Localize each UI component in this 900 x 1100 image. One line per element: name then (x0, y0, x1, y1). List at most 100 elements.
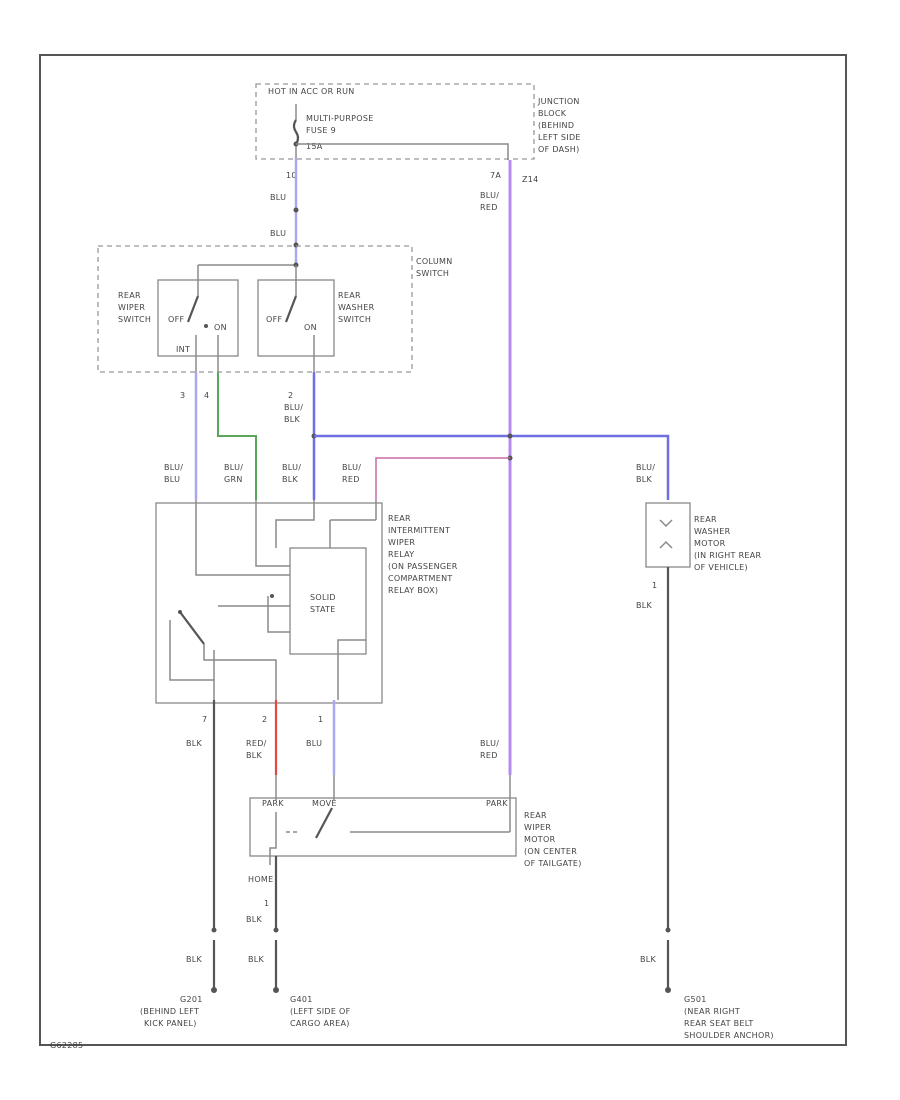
svg-text:COMPARTMENT: COMPARTMENT (388, 574, 453, 583)
wire-blu-grn (217, 372, 257, 500)
svg-text:REAR SEAT BELT: REAR SEAT BELT (684, 1019, 754, 1028)
fuse-icon (292, 119, 300, 145)
svg-text:(ON CENTER: (ON CENTER (524, 847, 577, 856)
svg-text:OFF: OFF (168, 315, 184, 324)
svg-text:BLK: BLK (636, 475, 653, 484)
connector-z14: Z14 (522, 175, 539, 184)
svg-text:BLK: BLK (284, 415, 301, 424)
svg-text:OFF: OFF (266, 315, 282, 324)
relay-out-pin-2: 2 (262, 715, 267, 724)
rear-washer-motor (645, 502, 691, 568)
washer-pin: 2 (288, 391, 293, 400)
svg-text:LEFT SIDE: LEFT SIDE (538, 133, 581, 142)
svg-text:(NEAR RIGHT: (NEAR RIGHT (684, 1007, 740, 1016)
svg-text:COLUMN: COLUMN (416, 257, 452, 266)
fuse-label: MULTI-PURPOSE FUSE 9 15A (306, 114, 374, 151)
ground-1-wire: BLK (186, 955, 203, 964)
svg-text:15A: 15A (306, 142, 323, 151)
svg-text:CARGO AREA): CARGO AREA) (290, 1019, 350, 1028)
svg-text:BLK: BLK (282, 475, 299, 484)
svg-text:MOTOR: MOTOR (524, 835, 556, 844)
svg-text:BLU/: BLU/ (342, 463, 361, 472)
relay-contact (179, 611, 205, 645)
rear-intermittent-wiper-relay (155, 502, 383, 704)
fuse-pin-right: 7A (490, 171, 501, 180)
junction-block-location: JUNCTION BLOCK (BEHIND LEFT SIDE OF DASH… (537, 97, 581, 154)
wiper-motor-ground-pin: 1 (264, 899, 269, 908)
solid-state-label: SOLID STATE (310, 593, 336, 614)
svg-text:WASHER: WASHER (338, 303, 375, 312)
wire-label-washer-blu-blk: BLU/ BLK (284, 403, 303, 424)
wire-label-blu-1: BLU (270, 193, 286, 202)
svg-text:BLOCK: BLOCK (538, 109, 567, 118)
svg-text:REAR: REAR (524, 811, 547, 820)
svg-text:SOLID: SOLID (310, 593, 336, 602)
wire-label-relay-out-2: RED/ BLK (246, 739, 266, 760)
svg-text:WIPER: WIPER (388, 538, 415, 547)
svg-text:BLU/: BLU/ (636, 463, 655, 472)
svg-text:ON: ON (304, 323, 317, 332)
rear-wiper-motor (249, 797, 517, 857)
svg-text:ON: ON (214, 323, 227, 332)
svg-text:SWITCH: SWITCH (118, 315, 151, 324)
svg-text:(BEHIND: (BEHIND (538, 121, 574, 130)
wire-label-washer-motor-out: BLK (636, 601, 653, 610)
svg-text:GRN: GRN (224, 475, 243, 484)
ground-g201-icon (211, 987, 217, 993)
svg-text:WASHER: WASHER (694, 527, 731, 536)
svg-text:RED: RED (480, 751, 498, 760)
ground-g501-label: G501 (NEAR RIGHT REAR SEAT BELT SHOULDER… (684, 995, 774, 1040)
fuse-pin-left: 10 (286, 171, 297, 180)
svg-text:BLU/: BLU/ (224, 463, 243, 472)
relay-out-pin-1: 7 (202, 715, 207, 724)
figure-id: G62285 (50, 1041, 83, 1050)
wire-label-relay-out-3: BLU (306, 739, 322, 748)
wiper-pin-a: 3 (180, 391, 185, 400)
wire-label-motor-in: BLU/ RED (480, 739, 499, 760)
svg-text:(LEFT SIDE OF: (LEFT SIDE OF (290, 1007, 351, 1016)
solid-state-module (289, 547, 367, 655)
diagram-frame (39, 54, 847, 1046)
svg-text:STATE: STATE (310, 605, 336, 614)
svg-text:INT: INT (176, 345, 190, 354)
svg-text:RED: RED (480, 203, 498, 212)
rear-washer-motor-label: REAR WASHER MOTOR (IN RIGHT REAR OF VEHI… (694, 515, 761, 572)
svg-text:BLU/: BLU/ (284, 403, 303, 412)
wire-label-blu-2: BLU (270, 229, 286, 238)
wiper-switch-contact (186, 295, 200, 323)
ground-g501-icon (665, 987, 671, 993)
svg-text:PARK: PARK (262, 799, 284, 808)
svg-text:RELAY: RELAY (388, 550, 415, 559)
wire-label-relay-in-3: BLU/ BLK (282, 463, 301, 484)
svg-text:(ON PASSENGER: (ON PASSENGER (388, 562, 458, 571)
svg-text:MULTI-PURPOSE: MULTI-PURPOSE (306, 114, 374, 123)
svg-text:OF DASH): OF DASH) (538, 145, 580, 154)
svg-text:PARK: PARK (486, 799, 508, 808)
wiper-motor-park-switch (315, 807, 333, 839)
fuse-header: HOT IN ACC OR RUN (268, 87, 355, 96)
rear-wiper-switch-label: REAR WIPER SWITCH (118, 291, 151, 324)
svg-text:HOME: HOME (248, 875, 273, 884)
wiper-pin-b: 4 (204, 391, 209, 400)
rear-washer-switch-label: REAR WASHER SWITCH (338, 291, 375, 324)
wire-label-relay-out-1: BLK (186, 739, 203, 748)
svg-text:REAR: REAR (388, 514, 411, 523)
svg-text:BLK: BLK (246, 751, 263, 760)
svg-text:BLU: BLU (164, 475, 180, 484)
column-switch-outline (97, 245, 413, 373)
svg-text:OF VEHICLE): OF VEHICLE) (694, 563, 748, 572)
svg-text:REAR: REAR (338, 291, 361, 300)
svg-text:RED: RED (342, 475, 360, 484)
ground-2-wire: BLK (248, 955, 265, 964)
ground-g401-icon (273, 987, 279, 993)
svg-text:BLU/: BLU/ (282, 463, 301, 472)
svg-text:SWITCH: SWITCH (338, 315, 371, 324)
ground-3-wire: BLK (640, 955, 657, 964)
ground-g401-label: G401 (LEFT SIDE OF CARGO AREA) (290, 995, 351, 1028)
svg-text:RELAY BOX): RELAY BOX) (388, 586, 438, 595)
rear-wiper-motor-label: REAR WIPER MOTOR (ON CENTER OF TAILGATE) (524, 811, 581, 868)
svg-text:JUNCTION: JUNCTION (537, 97, 580, 106)
svg-text:KICK PANEL): KICK PANEL) (144, 1019, 197, 1028)
column-switch-title: COLUMN SWITCH (416, 257, 452, 278)
svg-text:SWITCH: SWITCH (416, 269, 449, 278)
